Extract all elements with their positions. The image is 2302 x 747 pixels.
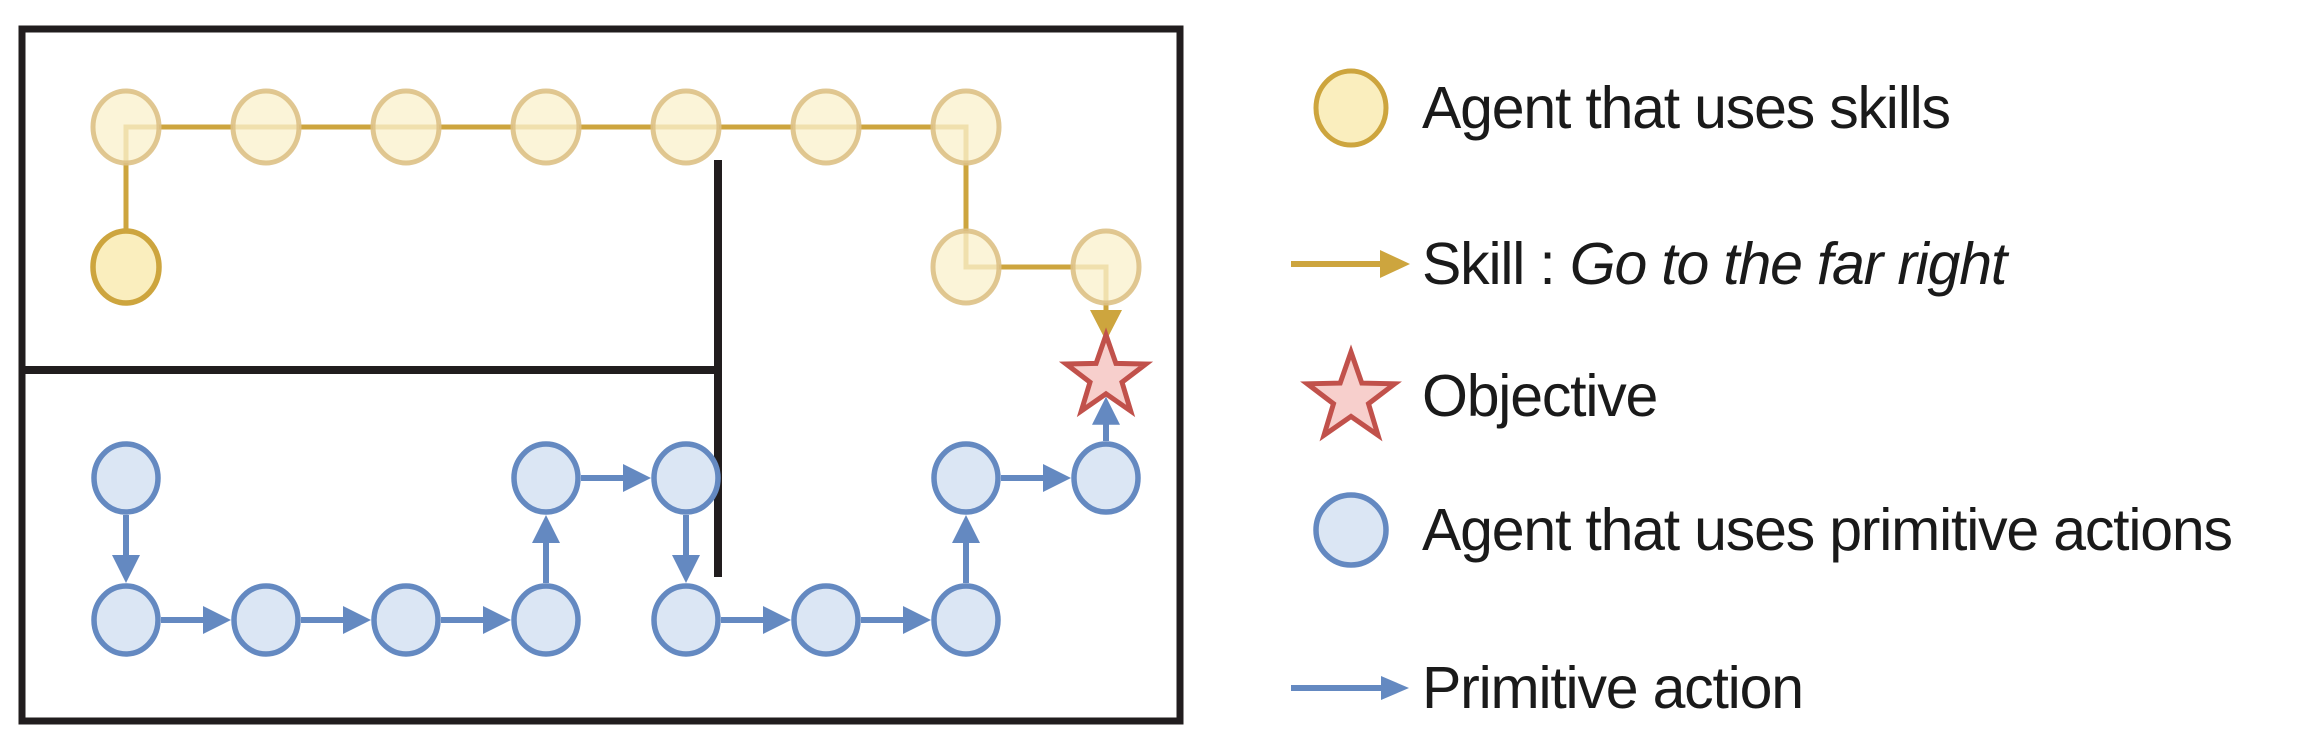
skill-agent-ghost-circle	[930, 228, 1002, 306]
skill-arrow-icon	[1280, 242, 1422, 286]
primitive-arrowhead-icon	[672, 555, 700, 583]
primitive-arrowhead-icon	[903, 606, 931, 634]
primitive-arrowhead-icon	[203, 606, 231, 634]
objective-star	[1058, 327, 1154, 418]
legend-label-objective: Objective	[1422, 363, 1658, 429]
legend-label-skill: Skill : Go to the far right	[1422, 230, 2008, 298]
primitive-arrowhead-icon	[623, 464, 651, 492]
legend-item-skill: Skill : Go to the far right	[1280, 206, 2008, 322]
skill-agent-circle	[90, 228, 162, 306]
primitive-agent-circle	[91, 441, 161, 515]
skill-agent-ghost-circle	[650, 88, 722, 166]
primitive-arrowhead-icon	[763, 606, 791, 634]
gridworld-maze	[18, 25, 1184, 725]
skill-agent-ghost-circle	[1070, 228, 1142, 306]
primitive-agent-circle	[931, 441, 1001, 515]
primitive-arrowhead-icon	[112, 555, 140, 583]
objective-star-icon	[1280, 344, 1422, 448]
primitive-agent-circle	[371, 583, 441, 657]
legend-label-skill-prefix: Skill :	[1422, 231, 1570, 297]
skill-agent-ghost-circle	[930, 88, 1002, 166]
skill-agent-ghost-circle	[790, 88, 862, 166]
legend-item-skill-agent: Agent that uses skills	[1280, 50, 1951, 166]
primitive-arrowhead-icon	[1043, 464, 1071, 492]
skill-agent-ghost-circle	[230, 88, 302, 166]
primitive-agent-circle	[651, 441, 721, 515]
primitive-agent-circle	[511, 441, 581, 515]
skill-agent-trail	[90, 88, 1142, 306]
skill-agent-circle-icon	[1280, 65, 1422, 151]
primitive-arrowhead-icon	[343, 606, 371, 634]
skill-agent-ghost-circle	[510, 88, 582, 166]
primitive-agent-circle	[651, 583, 721, 657]
primitive-arrowhead-icon	[1092, 396, 1120, 425]
legend-item-objective: Objective	[1280, 338, 1658, 454]
primitive-agent-circle	[1071, 441, 1141, 515]
primitive-arrowhead-icon	[532, 515, 560, 543]
legend-label-primitive-action: Primitive action	[1422, 655, 1804, 721]
legend-label-primitive-agent: Agent that uses primitive actions	[1422, 497, 2233, 563]
primitive-agent-circle	[231, 583, 301, 657]
primitive-agent-circle	[91, 583, 161, 657]
skill-arrowhead-icon	[1090, 310, 1122, 341]
legend-label-skill-name: Go to the far right	[1569, 231, 2008, 297]
primitive-action-arrows	[112, 396, 1120, 634]
legend: Agent that uses skills Skill : Go to the…	[1280, 0, 2302, 747]
maze-outer-border	[18, 25, 1184, 725]
skill-agent-ghost-circle	[90, 88, 162, 166]
primitive-agent-circle	[791, 583, 861, 657]
primitive-agent-trail	[91, 441, 1141, 657]
maze-walls	[18, 25, 1184, 725]
primitive-agent-circle	[931, 583, 1001, 657]
primitive-agent-circle-icon	[1280, 488, 1422, 572]
primitive-arrowhead-icon	[952, 515, 980, 543]
legend-label-skill-agent: Agent that uses skills	[1422, 75, 1951, 141]
legend-item-primitive-action: Primitive action	[1280, 630, 1804, 746]
primitive-arrow-icon	[1280, 666, 1422, 710]
primitive-agent-circle	[511, 583, 581, 657]
skill-agent-ghost-circle	[370, 88, 442, 166]
primitive-arrowhead-icon	[483, 606, 511, 634]
legend-item-primitive-agent: Agent that uses primitive actions	[1280, 472, 2233, 588]
